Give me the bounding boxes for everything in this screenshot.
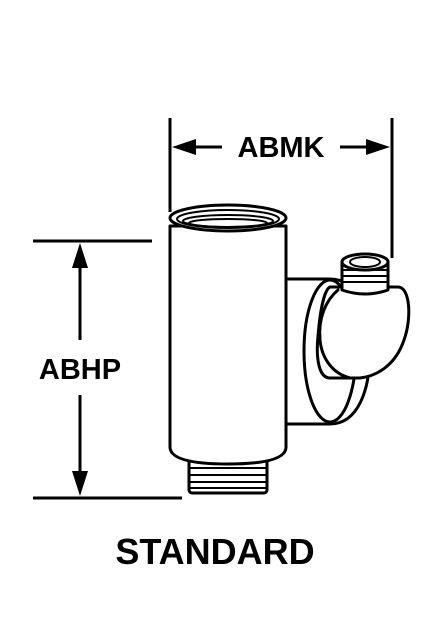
abhp-label: ABHP [39, 354, 121, 386]
abmk-arrow-right [366, 139, 390, 155]
abhp-arrow-top [72, 243, 88, 268]
abhp-arrow-bottom [72, 471, 88, 496]
abmk-label: ABMK [238, 132, 325, 164]
abmk-arrow-left [172, 139, 196, 155]
elbow-threaded-nipple [340, 252, 390, 296]
caption-standard: STANDARD [115, 531, 314, 572]
abhp-dimension [33, 239, 182, 500]
side-elbow-inner-curve [318, 288, 352, 380]
fitting-body [168, 203, 411, 495]
top-threaded-opening [168, 203, 288, 233]
main-cylinder [168, 224, 288, 466]
